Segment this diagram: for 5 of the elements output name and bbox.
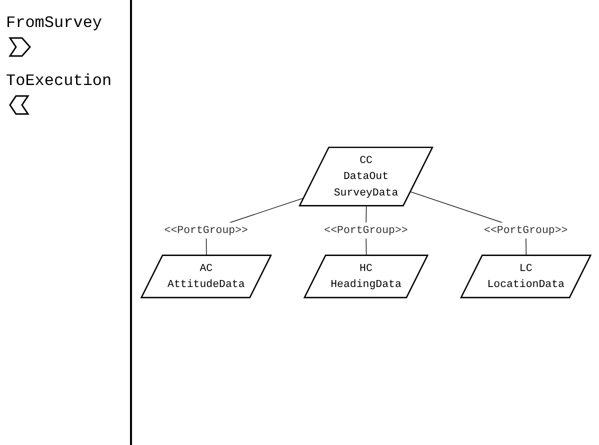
edge-label: <<PortGroup>> (484, 224, 568, 237)
edge-label: <<PortGroup>> (164, 224, 248, 237)
edge-label: <<PortGroup>> (324, 224, 408, 237)
port-label: FromSurvey (6, 14, 104, 32)
port-label: ToExecution (6, 72, 113, 90)
